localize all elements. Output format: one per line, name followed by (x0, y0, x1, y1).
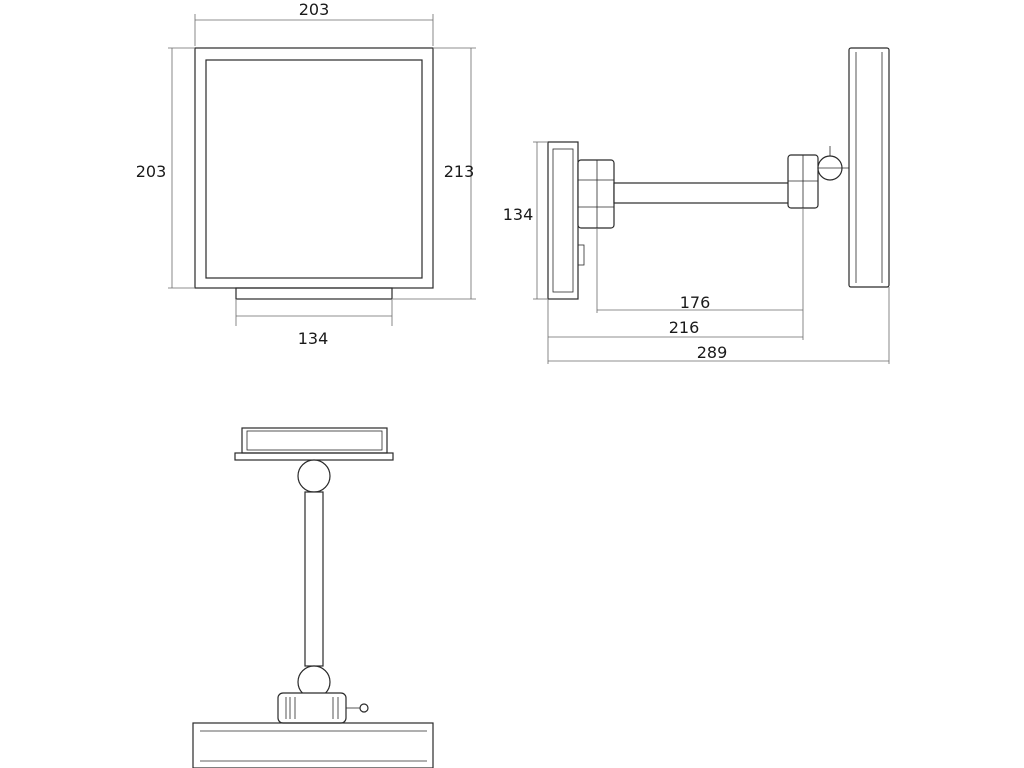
front-width-label: 203 (299, 0, 330, 19)
front-height-left-label: 203 (136, 162, 167, 181)
front-mirror-glass (205, 59, 423, 279)
top-wall-plate (241, 427, 388, 454)
front-height-right-label: 213 (444, 162, 475, 181)
top-hinge-housing (277, 692, 347, 724)
front-mirror-frame (194, 47, 434, 289)
side-wall-plate (547, 141, 579, 300)
front-view: 203 203 213 134 (136, 0, 476, 348)
top-arm (304, 491, 324, 667)
front-base-width-label: 134 (298, 329, 329, 348)
side-left-hinge (577, 159, 615, 229)
side-total-label: 289 (697, 343, 728, 362)
side-mount-height-label: 134 (503, 205, 534, 224)
front-base-plate (235, 287, 393, 300)
side-view: 134 176 216 289 (503, 47, 890, 364)
side-arm-176-label: 176 (680, 293, 711, 312)
side-arm (613, 182, 791, 204)
side-arm-216-label: 216 (669, 318, 700, 337)
side-mirror-edge (848, 47, 890, 288)
top-upper-joint (297, 459, 331, 493)
top-mirror-bar (192, 722, 434, 768)
top-view (192, 427, 434, 768)
